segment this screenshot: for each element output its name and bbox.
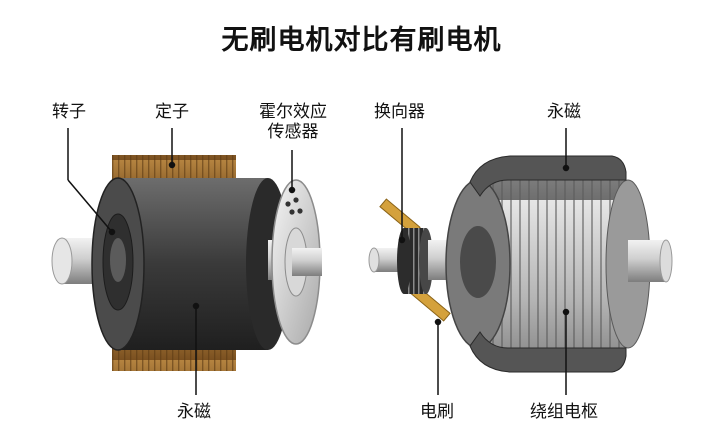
- hall-sensor-label: 霍尔效应 传感器: [252, 102, 334, 142]
- rotor-label: 转子: [52, 102, 86, 122]
- brushed-motor: [368, 155, 673, 373]
- brushless-motor: [51, 155, 322, 371]
- commutator-label: 换向器: [374, 102, 425, 122]
- brushed-magnet-label: 永磁: [547, 102, 581, 122]
- armature-label: 绕组电枢: [530, 402, 598, 422]
- hall-sensor-label-line2: 传感器: [267, 122, 319, 142]
- permanent-magnet-shell-bottom: [469, 331, 627, 373]
- armature-winding: [445, 179, 651, 349]
- brush-label: 电刷: [420, 402, 454, 422]
- hall-sensor-disk: [271, 179, 322, 345]
- diagram-title: 无刷电机对比有刷电机: [221, 25, 502, 56]
- permanent-magnet-housing: [91, 177, 290, 351]
- brushless-magnet-label: 永磁: [177, 402, 211, 422]
- hall-sensor-label-line1: 霍尔效应: [259, 102, 327, 122]
- permanent-magnet-shell-top: [469, 155, 627, 197]
- stator-label: 定子: [155, 102, 189, 122]
- leader-lines: [67, 128, 570, 395]
